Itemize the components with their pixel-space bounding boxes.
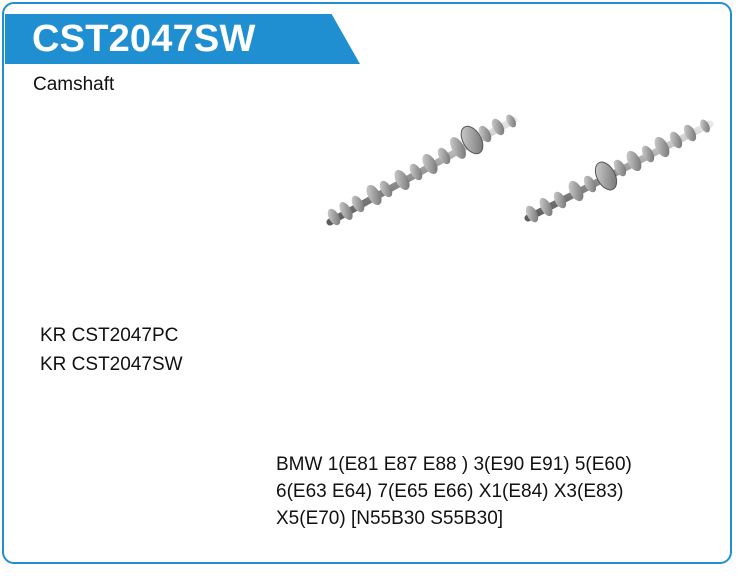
- vehicle-application-list: BMW 1(E81 E87 E88 ) 3(E90 E91) 5(E60) 6(…: [276, 451, 632, 532]
- oem-code-list: KR CST2047PC KR CST2047SW: [40, 321, 183, 379]
- camshaft-right: [524, 119, 714, 223]
- product-category: Camshaft: [33, 74, 115, 95]
- application-line: 6(E63 E64) 7(E65 E66) X1(E84) X3(E83): [276, 481, 624, 502]
- oem-code-item: KR CST2047PC: [40, 325, 179, 346]
- camshaft-left: [326, 114, 518, 226]
- product-card: [2, 2, 732, 564]
- oem-code-item: KR CST2047SW: [40, 354, 183, 375]
- title-banner: [5, 14, 360, 64]
- part-number-title: CST2047SW: [32, 18, 256, 60]
- application-line: X5(E70) [N55B30 S55B30]: [276, 508, 504, 529]
- camshaft-pair-image: [326, 114, 714, 226]
- application-line: BMW 1(E81 E87 E88 ) 3(E90 E91) 5(E60): [276, 454, 632, 475]
